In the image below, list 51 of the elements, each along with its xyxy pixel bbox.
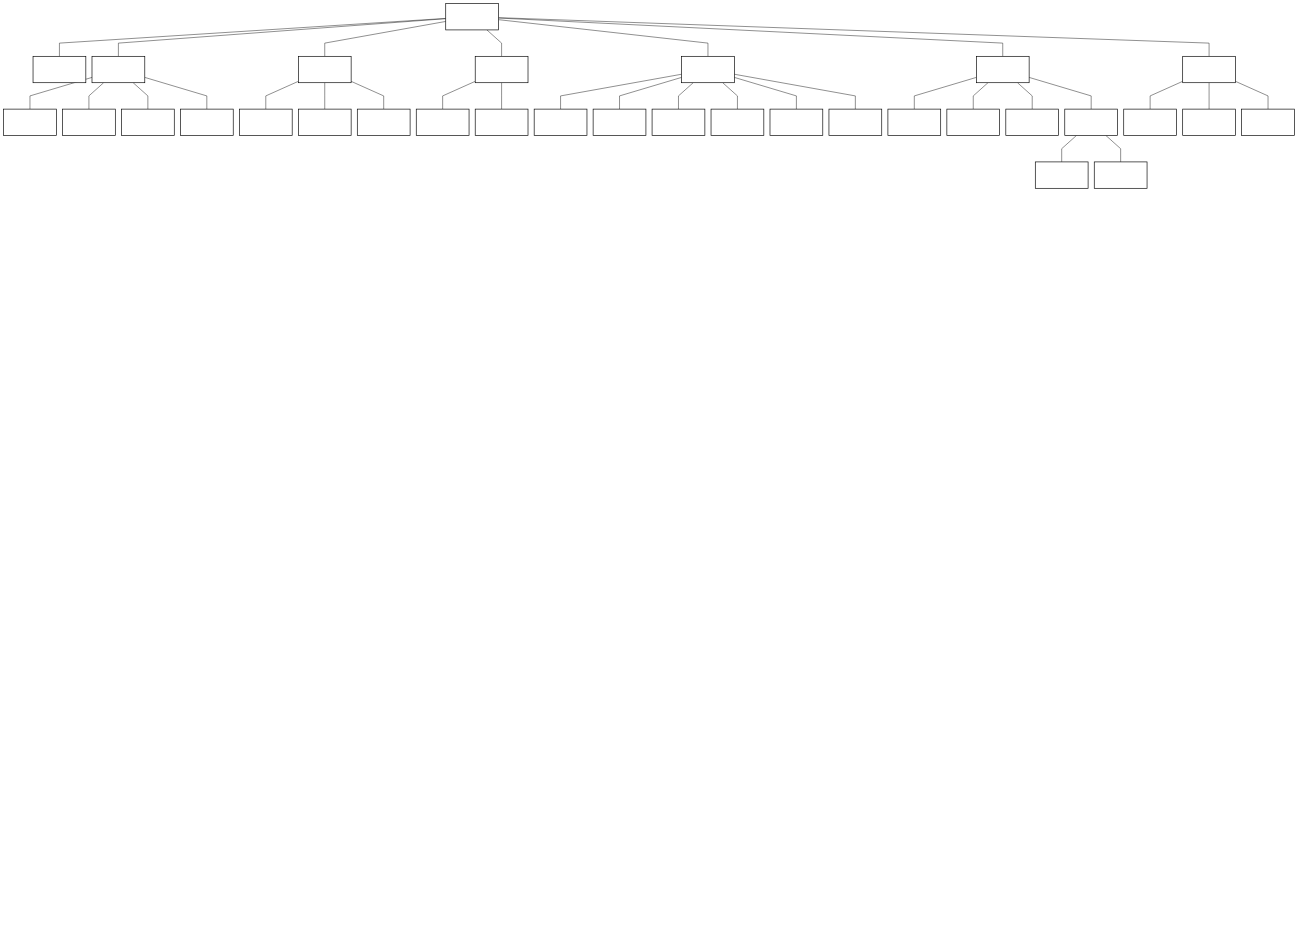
connector [1061, 135, 1077, 163]
node-box [474, 108, 529, 136]
node-box [3, 108, 57, 136]
node-box [91, 56, 146, 84]
node-box [474, 56, 529, 84]
node-box [1123, 108, 1177, 136]
connector [486, 29, 502, 57]
node-box [769, 108, 824, 136]
node-box [445, 3, 499, 31]
connector [619, 77, 682, 110]
connector [914, 77, 977, 110]
connector [498, 17, 1003, 57]
connector [734, 77, 797, 110]
connector [265, 81, 299, 110]
node-box [976, 56, 1030, 84]
node-box [356, 108, 411, 136]
connector [560, 74, 682, 110]
connector [59, 18, 446, 57]
connector [350, 81, 384, 110]
node-box [887, 108, 942, 136]
node-box [592, 108, 647, 136]
connector [498, 17, 1210, 57]
connector [442, 81, 476, 110]
node-box [533, 108, 588, 136]
connector [118, 18, 446, 57]
node-box [651, 108, 706, 136]
connector [1149, 81, 1183, 110]
node-box [828, 108, 883, 136]
node-box [415, 108, 470, 136]
node-box [1241, 108, 1295, 136]
connector [734, 74, 856, 110]
node-box [710, 108, 765, 136]
node-box [121, 108, 175, 136]
connector [1235, 81, 1269, 110]
node-box [62, 108, 116, 136]
node-box [180, 108, 234, 136]
node-box [946, 108, 1000, 136]
connector [324, 21, 446, 57]
node-box [298, 108, 352, 136]
node-box [298, 56, 352, 84]
node-box [32, 56, 87, 84]
node-box [681, 56, 735, 84]
node-box [1093, 161, 1148, 189]
node-box [1005, 108, 1059, 136]
node-box [1034, 161, 1089, 189]
node-box [1182, 56, 1236, 84]
connector [498, 19, 709, 57]
node-box [1064, 108, 1118, 136]
node-box [239, 108, 293, 136]
node-box [1182, 108, 1236, 136]
connector [1105, 135, 1121, 163]
